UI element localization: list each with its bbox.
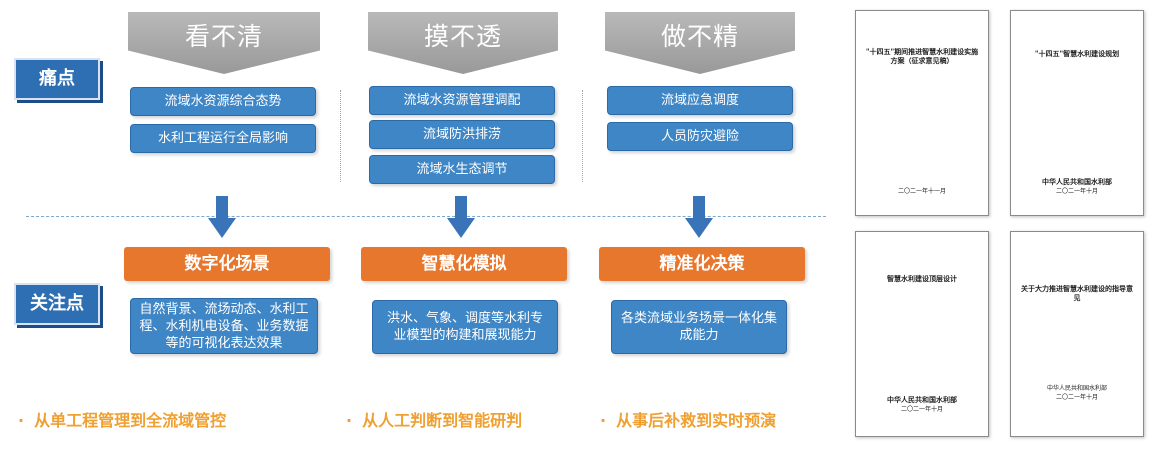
document-thumbnail: "十四五"智慧水利建设规划 中华人民共和国水利部 二〇二一年十月 — [1010, 10, 1144, 216]
document-title: "十四五"智慧水利建设规划 — [1034, 49, 1120, 58]
focus-header-precise-decision: 精准化决策 — [599, 247, 805, 281]
document-date: 二〇二一年十月 — [900, 406, 943, 413]
pain-item: 流域水资源综合态势 — [130, 87, 316, 116]
focus-description: 各类流域业务场景一体化集成能力 — [611, 300, 787, 354]
focus-points-label: 关注点 — [14, 283, 100, 325]
bullet: · — [18, 411, 25, 430]
section-divider — [26, 216, 826, 217]
column-separator — [582, 90, 583, 182]
banner-cannot-see: 看不清 — [128, 12, 320, 74]
document-date: 二〇二一年十月 — [1055, 188, 1098, 195]
transition-text: · 从单工程管理到全流域管控 — [18, 407, 226, 431]
down-arrow-icon — [685, 196, 713, 238]
banner-cannot-grasp: 摸不透 — [368, 12, 558, 74]
focus-header-digital-scene: 数字化场景 — [124, 247, 330, 281]
focus-description: 自然背景、流场动态、水利工程、水利机电设备、业务数据等的可视化表达效果 — [130, 298, 318, 354]
document-title: 智慧水利建设顶层设计 — [887, 274, 957, 283]
document-date: 二〇二一年十月 — [1055, 394, 1098, 401]
focus-description: 洪水、气象、调度等水利专业模型的构建和展现能力 — [372, 300, 558, 354]
bullet: · — [346, 411, 353, 430]
document-title: 关于大力推进智慧水利建设的指导意见 — [1021, 284, 1133, 302]
document-thumbnail: 智慧水利建设顶层设计 中华人民共和国水利部 二〇二一年十月 — [855, 231, 989, 437]
pain-points-label: 痛点 — [14, 58, 100, 100]
pain-item: 水利工程运行全局影响 — [130, 124, 316, 153]
document-issuer: 中华人民共和国水利部 — [887, 395, 957, 404]
pain-item: 流域防洪排涝 — [369, 120, 555, 149]
pain-item: 流域水资源管理调配 — [369, 86, 555, 115]
transition-text: · 从事后补救到实时预演 — [600, 407, 776, 431]
down-arrow-icon — [447, 196, 475, 238]
transition-label: 从人工判断到智能研判 — [362, 411, 523, 430]
down-arrow-icon — [208, 196, 236, 238]
banner-cannot-refine: 做不精 — [605, 12, 795, 74]
pain-item: 人员防灾避险 — [607, 122, 793, 151]
transition-label: 从事后补救到实时预演 — [616, 411, 777, 430]
document-date: 二〇二一年十一月 — [897, 188, 946, 195]
document-title: "十四五"期间推进智慧水利建设实施方案（征求意见稿） — [865, 47, 979, 65]
document-issuer: 中华人民共和国水利部 — [1046, 385, 1107, 392]
document-issuer: 中华人民共和国水利部 — [1042, 177, 1112, 186]
document-thumbnail: 关于大力推进智慧水利建设的指导意见 中华人民共和国水利部 二〇二一年十月 — [1010, 231, 1144, 437]
pain-item: 流域水生态调节 — [369, 155, 555, 184]
bullet: · — [600, 411, 607, 430]
pain-item: 流域应急调度 — [607, 86, 793, 115]
column-separator — [340, 90, 341, 182]
transition-text: · 从人工判断到智能研判 — [346, 407, 522, 431]
document-thumbnail: "十四五"期间推进智慧水利建设实施方案（征求意见稿） 二〇二一年十一月 — [855, 10, 989, 216]
focus-header-smart-simulation: 智慧化模拟 — [361, 247, 567, 281]
transition-label: 从单工程管理到全流域管控 — [34, 411, 227, 430]
